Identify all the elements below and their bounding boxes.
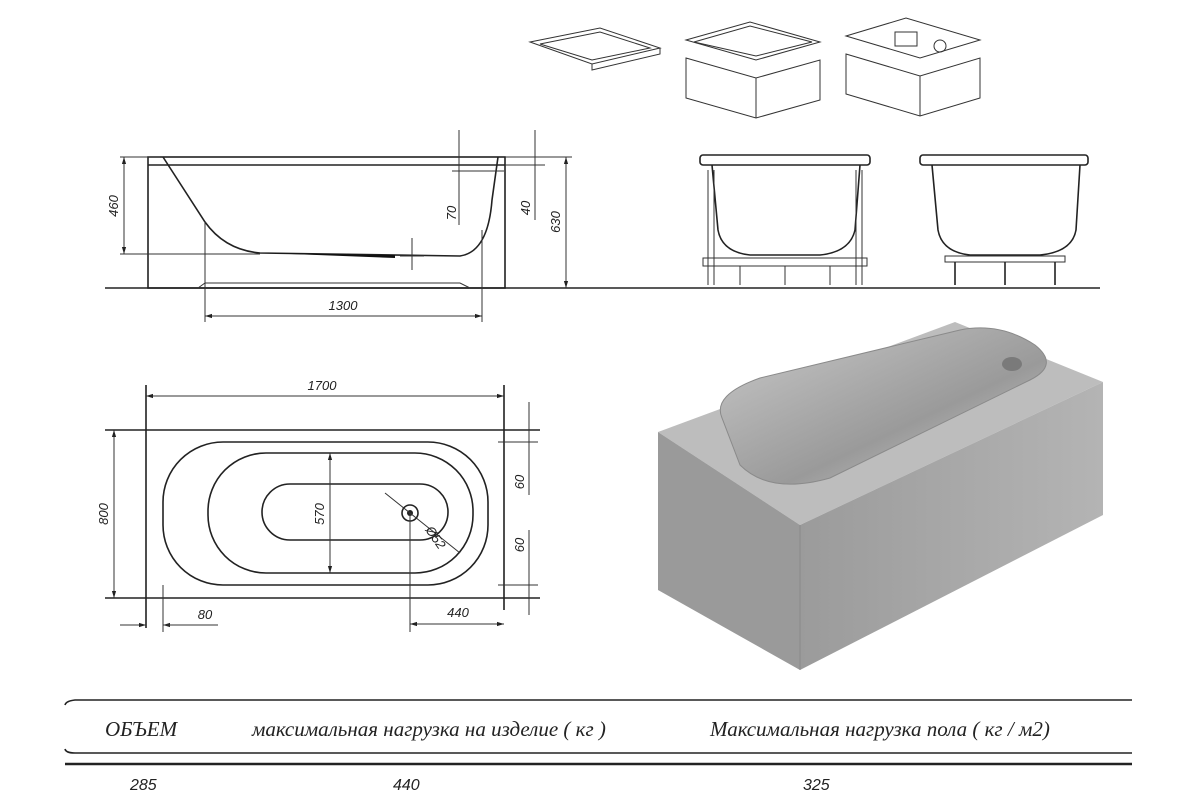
plan-view: 1700 800 570 60 60 Ø52 80 440: [96, 378, 540, 632]
end-view-with-frame: [699, 154, 871, 285]
thumbnail-tub-with-frame: [844, 17, 982, 117]
dim-1700: 1700: [308, 378, 338, 393]
dim-70: 70: [444, 205, 459, 220]
side-elevation: 460 70 40 630 1300: [106, 130, 572, 322]
dim-800: 800: [96, 502, 111, 524]
value-max-load-product: 440: [393, 777, 420, 794]
bathtub-3d-render: [658, 322, 1103, 670]
dim-drain-diameter: Ø52: [422, 522, 449, 552]
dim-570: 570: [312, 502, 327, 524]
specs-table: ОБЪЕМ максимальная нагрузка на изделие (…: [64, 699, 1132, 794]
dim-80: 80: [198, 607, 213, 622]
header-volume: ОБЪЕМ: [105, 717, 179, 741]
header-max-load-floor: Максимальная нагрузка пола ( кг / м2): [709, 717, 1050, 741]
value-max-load-floor: 325: [803, 777, 830, 794]
dim-60-top: 60: [512, 474, 527, 489]
dim-60-bottom: 60: [512, 537, 527, 552]
header-max-load-product: максимальная нагрузка на изделие ( кг ): [251, 717, 606, 741]
end-view-tub: [919, 154, 1089, 285]
dim-40: 40: [518, 200, 533, 215]
dim-460: 460: [106, 194, 121, 216]
dim-630: 630: [548, 210, 563, 232]
thumbnail-tub-with-panel: [684, 21, 822, 119]
value-volume: 285: [129, 777, 157, 794]
dim-1300: 1300: [329, 298, 359, 313]
dim-440: 440: [447, 605, 469, 620]
thumbnail-tub-only: [528, 27, 662, 71]
